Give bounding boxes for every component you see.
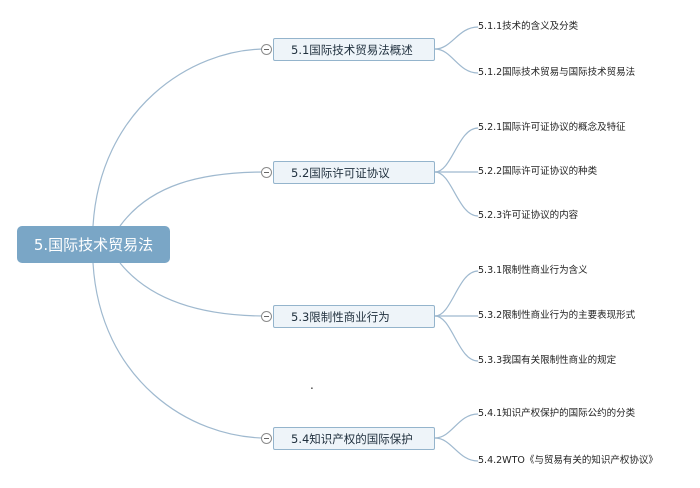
branch-topic-label: 5.4知识产权的国际保护 [291,431,413,446]
branch-topic-5-3[interactable]: 5.3限制性商业行为 [273,305,435,328]
leaf-topic-5-1-1[interactable]: 5.1.1技术的含义及分类 [478,21,579,32]
connector-branch-3-leaf-3 [434,315,479,362]
branch-topic-5-1[interactable]: 5.1国际技术贸易法概述 [273,38,435,61]
leaf-topic-5-4-2[interactable]: 5.4.2WTO《与贸易有关的知识产权协议》 [478,455,658,466]
leaf-topic-5-4-1[interactable]: 5.4.1知识产权保护的国际公约的分类 [478,408,636,419]
connector-root-to-branch-1 [92,48,267,227]
connector-branch-4-leaf-1 [434,413,479,439]
leaf-topic-5-3-1[interactable]: 5.3.1限制性商业行为含义 [478,265,588,276]
collapse-toggle-branch-4[interactable] [261,433,272,444]
branch-topic-5-4[interactable]: 5.4知识产权的国际保护 [273,427,435,450]
leaf-topic-5-3-2[interactable]: 5.3.2限制性商业行为的主要表现形式 [478,310,636,321]
connector-branch-3-leaf-1 [434,270,479,317]
connector-root-to-branch-2 [119,171,267,227]
root-topic[interactable]: 5.国际技术贸易法 [17,226,170,263]
stray-mark: . [310,378,314,392]
collapse-toggle-branch-2[interactable] [261,167,272,178]
collapse-toggle-branch-3[interactable] [261,311,272,322]
branch-topic-label: 5.1国际技术贸易法概述 [291,42,413,57]
branch-topic-label: 5.2国际许可证协议 [291,165,390,180]
connector-root-to-branch-3 [119,262,267,317]
connector-root-to-branch-4 [92,262,267,439]
connector-branch-1-leaf-2 [434,48,479,74]
collapse-toggle-branch-1[interactable] [261,44,272,55]
root-topic-label: 5.国际技术贸易法 [33,236,154,254]
leaf-topic-5-2-1[interactable]: 5.2.1国际许可证协议的概念及特征 [478,122,626,133]
connector-branch-4-leaf-2 [434,437,479,462]
leaf-topic-5-1-2[interactable]: 5.1.2国际技术贸易与国际技术贸易法 [478,67,636,78]
leaf-topic-5-2-2[interactable]: 5.2.2国际许可证协议的种类 [478,166,598,177]
leaf-topic-5-2-3[interactable]: 5.2.3许可证协议的内容 [478,210,579,221]
connector-branch-2-leaf-1 [434,127,479,173]
leaf-topic-5-3-3[interactable]: 5.3.3我国有关限制性商业的规定 [478,355,617,366]
branch-topic-label: 5.3限制性商业行为 [291,309,390,324]
connector-branch-1-leaf-1 [434,26,479,50]
branch-topic-5-2[interactable]: 5.2国际许可证协议 [273,161,435,184]
connector-branch-2-leaf-3 [434,171,479,217]
